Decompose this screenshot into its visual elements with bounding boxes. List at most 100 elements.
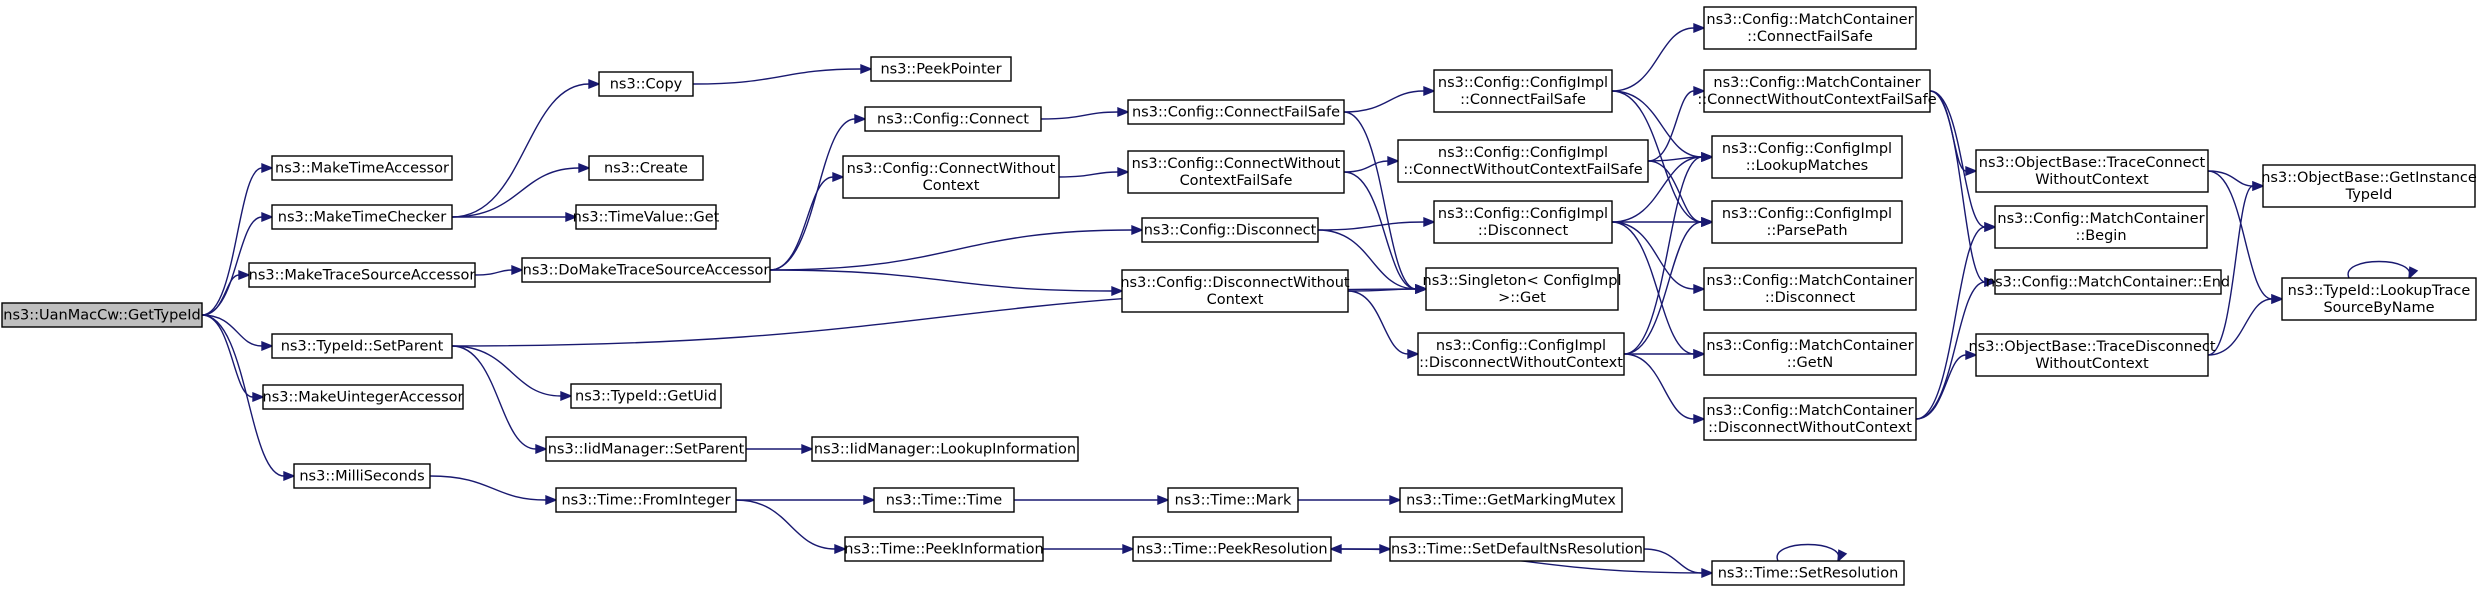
node-config-connect-fail-safe[interactable]: ns3::Config::ConnectFailSafe xyxy=(1127,99,1345,125)
node-make-uinteger-accessor[interactable]: ns3::MakeUintegerAccessor xyxy=(262,384,464,410)
edge-arrowhead xyxy=(261,211,274,223)
node-label: ns3::TypeId::GetUid xyxy=(575,389,717,405)
node-box xyxy=(1141,217,1319,243)
node-box xyxy=(1,302,203,328)
node-copy[interactable]: ns3::Copy xyxy=(598,71,694,97)
node-make-time-checker[interactable]: ns3::MakeTimeChecker xyxy=(271,204,453,230)
edge-line xyxy=(1611,221,1695,290)
node-time-time[interactable]: ns3::Time::Time xyxy=(873,487,1015,513)
node-label: ns3::Copy xyxy=(610,77,683,93)
edge-make-trace-source-accessor-to-do-make-trace-source-accessor xyxy=(474,264,524,276)
node-box xyxy=(271,333,453,359)
node-box xyxy=(248,262,476,288)
node-box xyxy=(293,463,431,489)
edge-line xyxy=(201,167,263,316)
edge-config-disconnect-to-impl-disconnect xyxy=(1317,216,1436,231)
edge-time-set-resolution-to-time-set-resolution xyxy=(1776,543,1848,563)
node-impl-disconnect[interactable]: ns3::Config::ConfigImpl::Disconnect xyxy=(1433,200,1613,244)
edge-line xyxy=(735,499,836,550)
node-config-connect-without-context[interactable]: ns3::Config::ConnectWithoutContext xyxy=(842,155,1060,199)
edge-impl-disconnect-without-context-to-impl-lookup-matches xyxy=(1623,151,1714,355)
edge-impl-disconnect-to-mc-disconnect xyxy=(1611,221,1706,295)
node-create[interactable]: ns3::Create xyxy=(588,155,704,181)
edge-arrowhead xyxy=(261,162,274,174)
node-mc-disconnect[interactable]: ns3::Config::MatchContainer::Disconnect xyxy=(1703,267,1917,311)
node-time-value-get[interactable]: ns3::TimeValue::Get xyxy=(573,204,720,230)
node-box xyxy=(1703,397,1917,441)
node-ob-trace-disconnect-without-context[interactable]: ns3::ObjectBase::TraceDisconnectWithoutC… xyxy=(1968,333,2216,377)
node-label: ns3::Config::ConnectWithout xyxy=(1132,156,1341,172)
node-mc-begin[interactable]: ns3::Config::MatchContainer::Begin xyxy=(1994,205,2208,249)
node-root[interactable]: ns3::UanMacCw::GetTypeId xyxy=(1,302,203,328)
node-label: ns3::Config::ConfigImpl xyxy=(1438,75,1608,91)
edge-line xyxy=(201,274,240,316)
edge-line xyxy=(1611,90,1703,223)
node-iid-lookup-information[interactable]: ns3::IidManager::LookupInformation xyxy=(811,436,1079,462)
node-mc-connect-without-context-fail-safe[interactable]: ns3::Config::MatchContainer::ConnectWith… xyxy=(1697,69,1937,113)
edge-arrowhead xyxy=(832,171,845,183)
node-type-id-get-uid[interactable]: ns3::TypeId::GetUid xyxy=(570,383,722,409)
edge-do-make-trace-source-accessor-to-config-disconnect-without-context xyxy=(769,269,1124,297)
edge-arrowhead xyxy=(1693,348,1706,360)
node-peek-pointer[interactable]: ns3::PeekPointer xyxy=(870,56,1012,82)
node-impl-parse-path[interactable]: ns3::Config::ConfigImpl::ParsePath xyxy=(1711,200,1903,244)
node-impl-connect-fail-safe[interactable]: ns3::Config::ConfigImpl::ConnectFailSafe xyxy=(1433,69,1613,113)
node-impl-connect-without-context-fail-safe[interactable]: ns3::Config::ConfigImpl::ConnectWithoutC… xyxy=(1397,139,1649,183)
node-box xyxy=(271,155,453,181)
edge-line xyxy=(2207,185,2254,356)
node-milli-seconds[interactable]: ns3::MilliSeconds xyxy=(293,463,431,489)
node-label: ::ConnectFailSafe xyxy=(1460,92,1586,108)
node-label: ::LookupMatches xyxy=(1746,158,1868,174)
node-box xyxy=(1167,487,1299,513)
node-time-peek-information[interactable]: ns3::Time::PeekInformation xyxy=(844,536,1044,562)
node-time-get-marking-mutex[interactable]: ns3::Time::GetMarkingMutex xyxy=(1399,487,1623,513)
node-mc-disconnect-without-context[interactable]: ns3::Config::MatchContainer::DisconnectW… xyxy=(1703,397,1917,441)
node-box xyxy=(1994,205,2208,249)
node-time-set-default-ns-resolution[interactable]: ns3::Time::SetDefaultNsResolution xyxy=(1389,536,1645,562)
node-ob-trace-connect-without-context[interactable]: ns3::ObjectBase::TraceConnectWithoutCont… xyxy=(1975,149,2209,193)
edge-line xyxy=(769,269,1113,292)
node-time-mark[interactable]: ns3::Time::Mark xyxy=(1167,487,1299,513)
call-graph-edges xyxy=(201,22,2419,579)
node-box xyxy=(844,536,1044,562)
node-box xyxy=(588,155,704,181)
node-config-disconnect[interactable]: ns3::Config::Disconnect xyxy=(1141,217,1319,243)
node-type-id-set-parent[interactable]: ns3::TypeId::SetParent xyxy=(271,333,453,359)
node-label: WithoutContext xyxy=(2035,172,2149,188)
node-label: ns3::Time::SetDefaultNsResolution xyxy=(1391,542,1643,558)
node-time-from-integer[interactable]: ns3::Time::FromInteger xyxy=(555,487,737,513)
node-impl-lookup-matches[interactable]: ns3::Config::ConfigImpl::LookupMatches xyxy=(1711,135,1903,179)
node-mc-end[interactable]: ns3::Config::MatchContainer::End xyxy=(1986,269,2230,295)
node-time-set-resolution[interactable]: ns3::Time::SetResolution xyxy=(1711,560,1905,586)
edge-root-to-milli-seconds xyxy=(201,314,296,482)
node-make-time-accessor[interactable]: ns3::MakeTimeAccessor xyxy=(271,155,453,181)
node-do-make-trace-source-accessor[interactable]: ns3::DoMakeTraceSourceAccessor xyxy=(521,257,771,283)
node-label: ns3::Config::Disconnect xyxy=(1144,223,1317,239)
node-impl-disconnect-without-context[interactable]: ns3::Config::ConfigImpl::DisconnectWitho… xyxy=(1417,332,1625,376)
node-label: ns3::Config::MatchContainer xyxy=(1706,403,1913,419)
edge-time-from-integer-to-time-time xyxy=(735,494,876,506)
edge-line xyxy=(769,229,1133,271)
edge-config-disconnect-without-context-to-impl-disconnect-without-context xyxy=(1347,290,1420,360)
edge-arrowhead xyxy=(252,391,265,403)
edge-root-to-make-trace-source-accessor xyxy=(201,269,251,316)
edge-line xyxy=(451,345,537,450)
node-label: ContextFailSafe xyxy=(1180,173,1293,189)
node-config-disconnect-without-context[interactable]: ns3::Config::DisconnectWithoutContext xyxy=(1120,269,1350,313)
node-time-peek-resolution[interactable]: ns3::Time::PeekResolution xyxy=(1132,536,1332,562)
edge-line xyxy=(1347,290,1409,355)
node-mc-connect-fail-safe[interactable]: ns3::Config::MatchContainer::ConnectFail… xyxy=(1703,6,1917,50)
edge-type-id-set-parent-to-type-id-get-uid xyxy=(451,345,573,402)
node-label: ::ConnectWithoutContextFailSafe xyxy=(1403,162,1642,178)
node-iid-set-parent[interactable]: ns3::IidManager::SetParent xyxy=(545,436,747,462)
node-config-connect[interactable]: ns3::Config::Connect xyxy=(864,106,1042,132)
node-singleton-get[interactable]: ns3::Singleton< ConfigImpl>::Get xyxy=(1423,267,1622,311)
edge-line xyxy=(1623,156,1703,355)
node-make-trace-source-accessor[interactable]: ns3::MakeTraceSourceAccessor xyxy=(248,262,476,288)
node-config-connect-without-context-fail-safe[interactable]: ns3::Config::ConnectWithoutContextFailSa… xyxy=(1127,150,1345,194)
node-mc-get-n[interactable]: ns3::Config::MatchContainer::GetN xyxy=(1703,332,1917,376)
node-label: ns3::Time::SetResolution xyxy=(1718,566,1899,582)
